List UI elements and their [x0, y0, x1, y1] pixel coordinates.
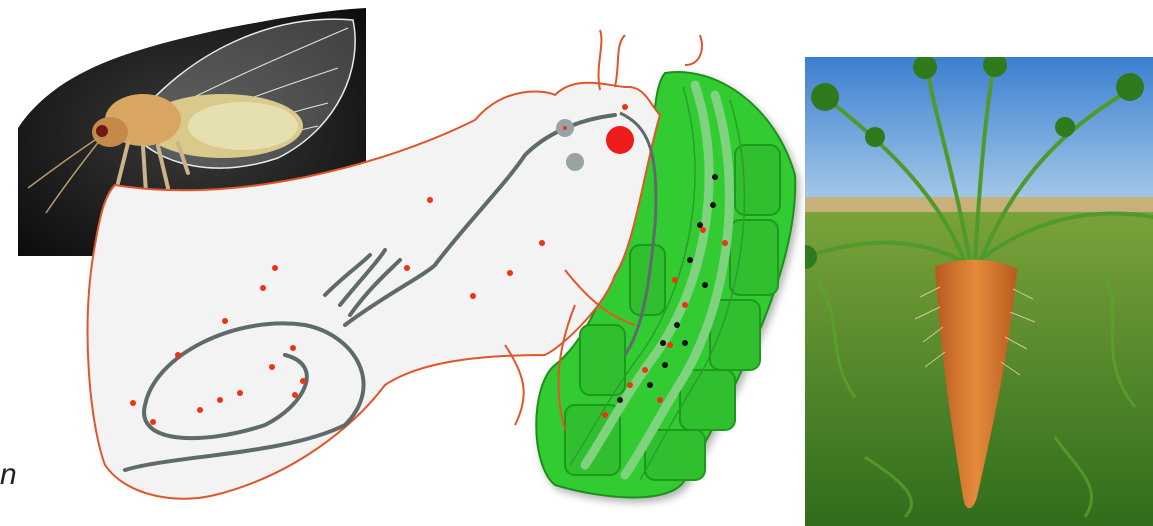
salivary-gland	[566, 153, 584, 171]
edge-text: n	[0, 460, 17, 490]
red-organ	[606, 126, 634, 154]
gut-feeding-diagram	[85, 25, 805, 525]
carrot-photo	[805, 57, 1153, 526]
